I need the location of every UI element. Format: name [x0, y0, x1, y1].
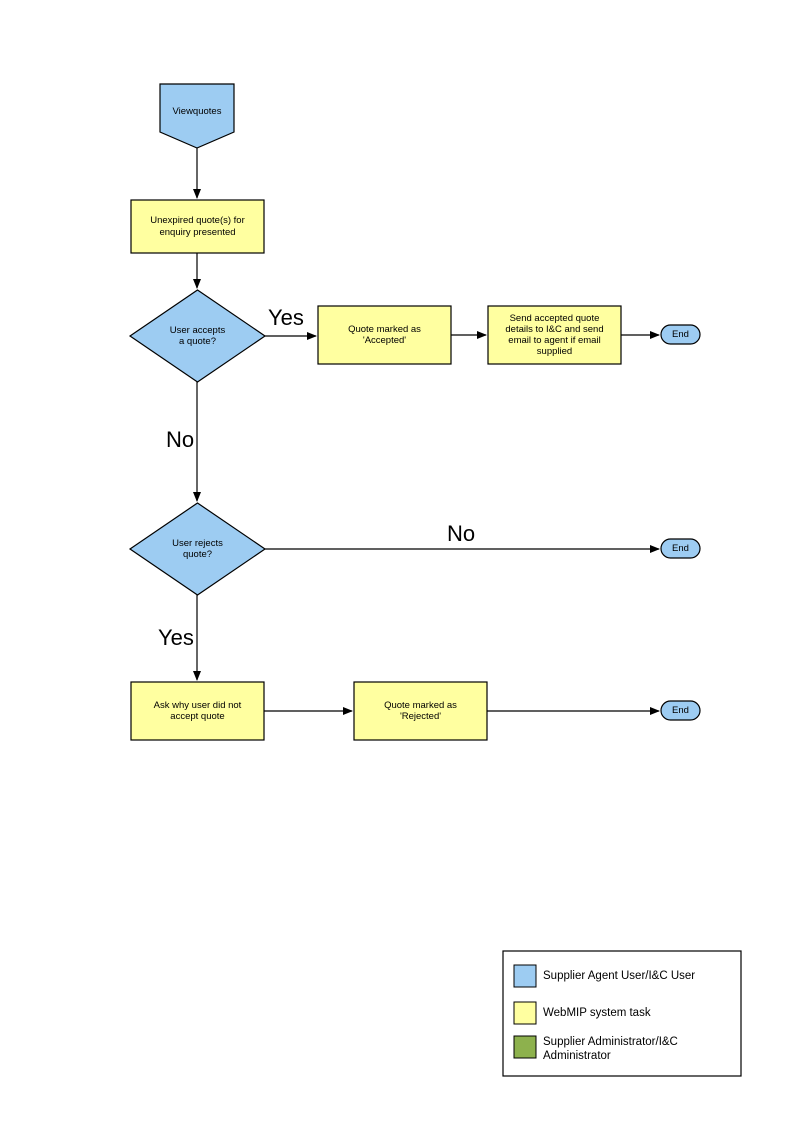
decision-diamond-user-rejects	[128, 502, 267, 596]
legend-label-actor: Supplier Agent User/I&C User	[543, 970, 696, 982]
terminator-end-rejected	[660, 700, 701, 721]
edge-label-yes-rejects: Yes	[158, 625, 194, 650]
legend-swatch-system	[513, 1001, 537, 1025]
decision-diamond-user-accepts	[128, 289, 267, 383]
terminator-end-no-reject	[660, 538, 701, 559]
process-box-send-accepted-details	[487, 305, 622, 365]
process-box-quote-rejected	[353, 681, 488, 741]
edge-label-yes-accepts: Yes	[268, 305, 304, 330]
process-box-ask-why-not-accept	[130, 681, 265, 741]
process-box-quote-accepted	[317, 305, 452, 365]
legend-label-admin: Supplier Administrator/I&C Administrator	[543, 1036, 678, 1063]
legend-box	[502, 950, 742, 1077]
terminator-end-accepted	[660, 324, 701, 345]
process-box-unexpired-quotes	[130, 199, 265, 254]
legend-swatch-admin	[513, 1035, 537, 1059]
legend-swatch-actor	[513, 964, 537, 988]
edge-label-no-rejects: No	[447, 521, 476, 546]
start-shape-viewquotes	[159, 83, 235, 149]
edge-label-no-accepts: No	[166, 427, 195, 452]
legend-label-system: WebMIP system task	[543, 1007, 651, 1019]
